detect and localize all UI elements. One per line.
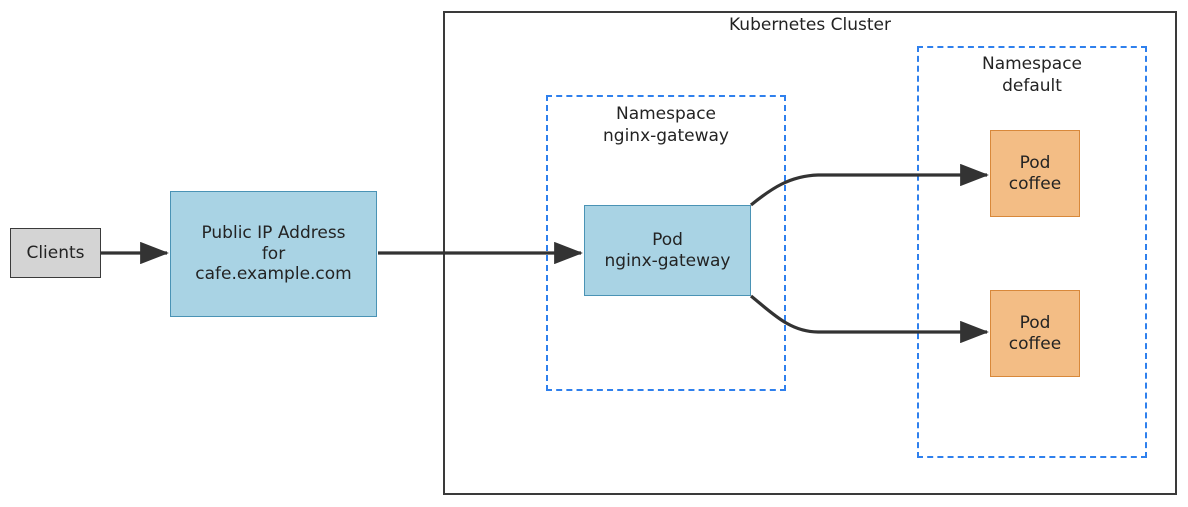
node-pod-nginx-gateway[interactable]: Pod nginx-gateway [584, 205, 751, 296]
node-clients[interactable]: Clients [10, 228, 101, 278]
node-pod-coffee-2[interactable]: Pod coffee [990, 290, 1080, 377]
kubernetes-cluster-label: Kubernetes Cluster [729, 15, 891, 35]
namespace-nginx-gateway-label: Namespace nginx-gateway [603, 104, 729, 146]
node-public-ip-address[interactable]: Public IP Address for cafe.example.com [170, 191, 377, 317]
namespace-default-boundary [917, 46, 1147, 458]
namespace-default-label: Namespace default [981, 54, 1083, 96]
node-pod-coffee-1[interactable]: Pod coffee [990, 130, 1080, 217]
namespace-nginx-gateway-boundary [546, 95, 786, 391]
